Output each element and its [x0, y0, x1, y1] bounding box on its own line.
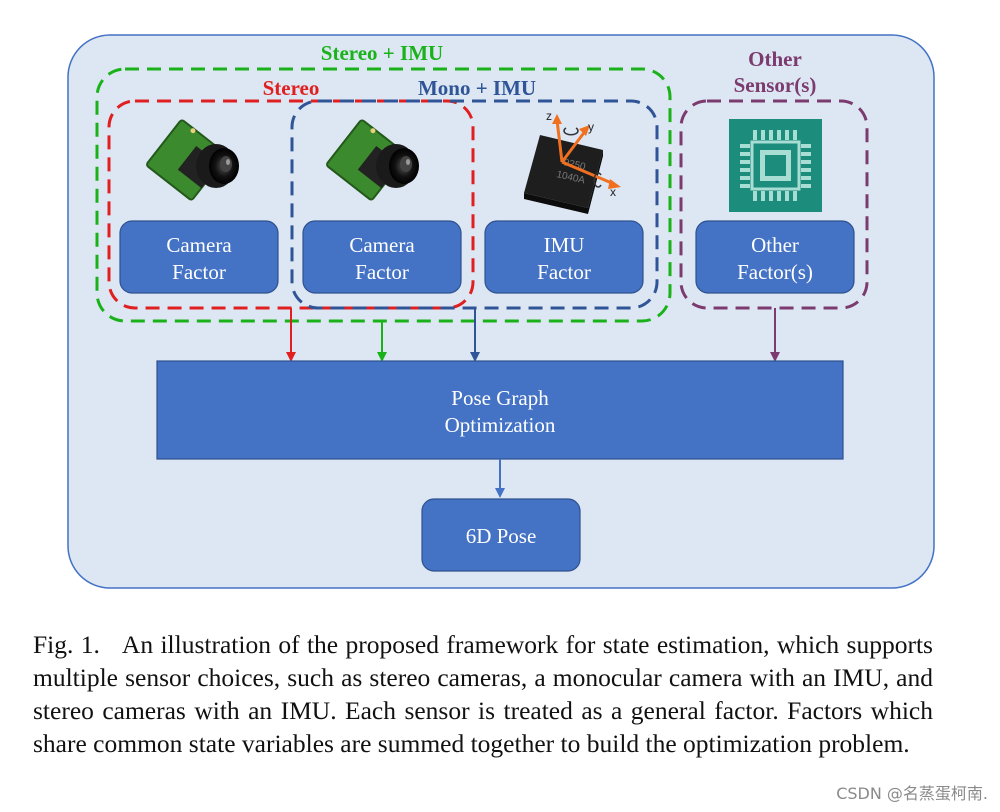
6d-pose-node: 6D Pose	[421, 498, 581, 572]
camera-factor-node-2: Camera Factor	[302, 220, 462, 294]
optimizer-line1: Pose Graph	[451, 386, 549, 410]
imu-factor-node: IMU Factor	[484, 220, 644, 294]
figure-caption: Fig. 1.An illustration of the proposed f…	[33, 628, 933, 760]
imu-chip-image: 9250 1040A z y x	[524, 109, 621, 214]
other-sensors-group	[679, 99, 869, 310]
camera-factor-2-line1: Camera	[349, 233, 415, 257]
camera-factor-1-line1: Camera	[166, 233, 232, 257]
watermark: CSDN @名蒸蛋柯南.	[836, 784, 988, 803]
other-factor-node: Other Factor(s)	[695, 220, 855, 294]
camera-factor-1-line2: Factor	[172, 260, 226, 284]
optimizer-line2: Optimization	[445, 413, 556, 437]
caption-text: An illustration of the proposed framewor…	[33, 630, 933, 758]
mono-imu-label: Mono + IMU	[418, 76, 536, 100]
camera-factor-node-1: Camera Factor	[119, 220, 279, 294]
other-factor-line2: Factor(s)	[737, 260, 813, 284]
imu-axis-y-label: y	[588, 120, 594, 134]
other-sensors-label-line1: Other	[748, 47, 802, 71]
camera-factor-2-line2: Factor	[355, 260, 409, 284]
imu-axis-z-label: z	[546, 109, 552, 123]
stereo-imu-label: Stereo + IMU	[321, 41, 443, 65]
stereo-label: Stereo	[263, 76, 320, 100]
imu-factor-line2: Factor	[537, 260, 591, 284]
other-factor-line1: Other	[751, 233, 799, 257]
processor-chip-icon	[729, 119, 822, 212]
figure-label: Fig. 1.	[33, 630, 100, 659]
imu-axis-x-label: x	[610, 185, 616, 199]
pose-graph-optimization-node: Pose Graph Optimization	[156, 360, 844, 460]
other-sensors-label-line2: Sensor(s)	[734, 73, 817, 97]
stereo-imu-group	[95, 67, 672, 323]
framework-diagram: Stereo + IMU Stereo Mono + IMU Other Sen…	[67, 34, 935, 589]
imu-factor-line1: IMU	[544, 233, 585, 257]
6d-pose-label: 6D Pose	[466, 524, 537, 548]
